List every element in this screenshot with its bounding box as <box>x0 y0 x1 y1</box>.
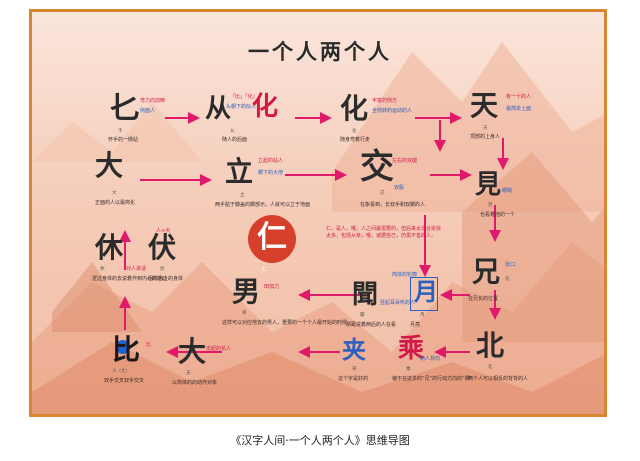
node-yue-label: 月 <box>420 313 425 318</box>
node-jian-caption: 也看着他的一个 <box>480 212 516 218</box>
node-xiong-label: 兄 <box>505 277 510 282</box>
node-jian-note-blue: 眼睛 <box>502 188 513 194</box>
node-qian-note-blue: 侧面人 <box>140 108 156 114</box>
node-tian-label: 天 <box>483 126 488 131</box>
node-qian-label: 千 <box>118 129 123 134</box>
node-da-caption: 正面的人以最简化 <box>95 200 136 206</box>
node-yue-glyph: 月 <box>414 277 438 306</box>
node-fu-glyph: 伏 <box>148 231 177 264</box>
node-nan-label: 男 <box>242 311 247 316</box>
node-jiao-glyph: 交 <box>360 147 394 187</box>
figure-caption: 《汉字人间·一个人两个人》思维导图 <box>230 434 410 447</box>
center-ren-glyph: 仁 <box>248 215 296 263</box>
node-li-note-blue: 脚下的大地 <box>258 170 284 176</box>
node-xiu-note-red: 对人讲话 <box>126 266 147 272</box>
node-bi-label: 人（丈） <box>112 369 130 374</box>
node-tian-note-blue: 最简单上面 <box>506 106 532 112</box>
diagram-title: 一个人两个人 <box>248 39 392 64</box>
node-bi-glyph: 比 <box>112 333 141 366</box>
node-cong-label: 从 <box>230 129 235 134</box>
node-fu2-label: 夫 <box>186 371 191 376</box>
node-li-caption: 两手贴于膝盖的脚部示，人就可以立于地面 <box>215 202 311 208</box>
node-jiao-label: 交 <box>380 191 385 196</box>
node-yue-caption: 月亮 <box>410 322 421 328</box>
node-wen-glyph: 聞 <box>352 280 379 310</box>
node-cheng-label: 乘 <box>406 367 411 372</box>
node-tian-glyph: 天 <box>470 89 499 122</box>
yue-highlight-box <box>410 277 438 311</box>
node-wen-label: 聞 <box>360 313 365 318</box>
node-xiu-label: 休 <box>100 267 105 272</box>
node-nan-glyph: 男 <box>232 275 261 308</box>
node-fu-note-red: 人+犬 <box>156 228 171 234</box>
node-hua2-glyph: 化 <box>340 92 369 125</box>
node-hua-glyph: 化 <box>252 92 279 122</box>
node-jia-label: 夹 <box>352 367 357 372</box>
node-jia-glyph: 夹 <box>342 335 366 364</box>
node-bei-label: 北 <box>488 365 493 370</box>
node-jiao-note-blue: 双股 <box>394 185 405 191</box>
node-da-glyph: 大 <box>95 149 124 182</box>
node-fu-caption: 组织向上的身体 <box>148 276 184 282</box>
person-head-dot <box>116 340 130 354</box>
center-note: 仁，是人，哦，人之间最需要的，但后来太混合逐找太多，包括从亲，哦，诚据自己，仍需… <box>326 226 442 240</box>
node-nan-note-red: 田加力 <box>264 284 280 290</box>
node-jiao-caption: 在象看到，长双手和双脚的人 <box>360 202 426 208</box>
node-cheng-glyph: 乘 <box>398 334 425 364</box>
node-bei-glyph: 北 <box>476 329 505 362</box>
node-cheng-caption: 偏不在这多的“兄”的行动方向的“卿” <box>392 376 473 382</box>
node-hua2-caption: 随身弯着行走 <box>340 137 371 143</box>
node-xiong-note-blue: 张口 <box>505 262 516 268</box>
node-jia-caption: 这个字是好的 <box>338 376 369 382</box>
node-yue-note-blue: 肉体的轮廓 <box>392 272 418 278</box>
node-fu2-note-red: 支起的长人 <box>206 346 232 352</box>
node-li-label: 立 <box>240 193 245 198</box>
node-li-glyph: 立 <box>225 155 254 188</box>
node-jian-label: 見 <box>488 203 493 208</box>
node-li-note-red: 立起的站人 <box>258 158 284 164</box>
node-bi-note: 比 <box>146 342 152 348</box>
node-bi-caption: 双手交叉双手交叉 <box>104 378 145 384</box>
node-cong-note-blue: 头朝下的似人 <box>226 104 257 110</box>
mountain-background <box>32 42 604 414</box>
node-xiu-caption: 逻过身体的去说着作到内心的活动 <box>92 276 168 282</box>
node-xiu-glyph: 休 <box>95 231 124 264</box>
node-hua2-label: 化 <box>352 129 357 134</box>
node-hua2-note-red: 丰富的侧方 <box>372 98 398 104</box>
node-tian-note-red: 有一十的人 <box>506 94 532 100</box>
node-jian-glyph: 見 <box>475 170 502 200</box>
node-cong-glyph: 从 <box>205 94 232 124</box>
node-qian-caption: 怀手的一侧站 <box>108 137 139 143</box>
node-hua2-note-blue: 全侧转的运动的人 <box>372 108 413 114</box>
node-bei-caption: 两个人可以相反的背背的人 <box>468 376 529 382</box>
node-jiao-note-red: 左右的双腿 <box>392 158 418 164</box>
node-fu2-glyph: 大 <box>178 335 207 368</box>
node-nan-caption: 这样可以对应地去的男人，重要的一个个人最开始的时候 <box>222 320 348 326</box>
node-da-label: 大 <box>112 191 117 196</box>
node-fu2-caption: 以简体的的动作对象 <box>172 380 218 386</box>
node-qian-glyph: 𠤎 <box>110 91 140 126</box>
node-cong-note-red: 「比」「化」 <box>230 94 258 100</box>
node-xiong-caption: 在兄长的位置 <box>468 296 499 302</box>
node-wen-caption: 那跟说着两后的人在看 <box>346 322 397 328</box>
node-tian-caption: 顶部的上身人 <box>470 134 501 140</box>
node-qian-note-red: 弯力向前倒 <box>140 98 166 104</box>
node-wen-note-blue: 竖起耳朵听的人 <box>380 300 416 306</box>
node-cheng-note-blue: 两人背向 <box>420 356 441 362</box>
node-fu-label: 伏 <box>160 267 165 272</box>
node-cong-caption: 随人的后面 <box>222 137 248 143</box>
node-xiong-glyph: 兄 <box>472 255 501 288</box>
center-ren-label: 仁 <box>262 267 268 273</box>
